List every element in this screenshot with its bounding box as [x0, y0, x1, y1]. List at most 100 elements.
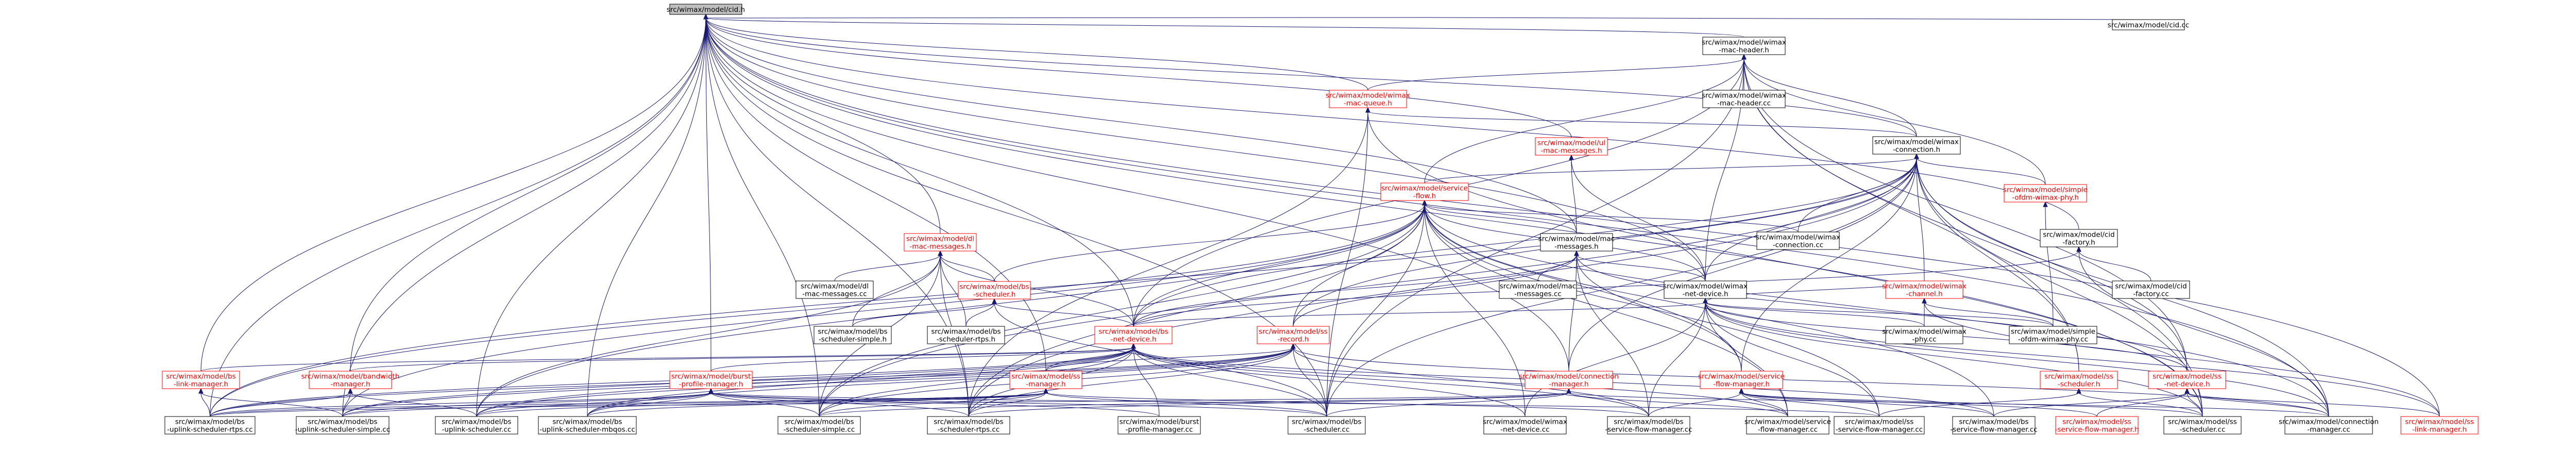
file-node-ofdmphy[interactable]: src/wimax/model/simple-ofdm-wimax-phy.h — [2003, 184, 2088, 203]
file-node-cidfac[interactable]: src/wimax/model/cid-factory.h — [2040, 229, 2118, 247]
file-node-sflow[interactable]: src/wimax/model/service-flow.h — [1380, 182, 1469, 201]
file-node-ulmacmsg[interactable]: src/wimax/model/ul-mac-messages.h — [1535, 137, 1608, 156]
include-edge — [2078, 250, 2329, 417]
file-node-bsschedsimple[interactable]: src/wimax/model/bs-scheduler-simple.h — [814, 326, 892, 344]
file-node-box — [1257, 326, 1330, 344]
include-edge — [1133, 347, 1649, 417]
file-node-bsschedrtpscc[interactable]: src/wimax/model/bs-scheduler-rtps.cc — [927, 416, 1010, 435]
file-node-ulschedmbqos[interactable]: src/wimax/model/bs-uplink-scheduler-mbqo… — [538, 416, 637, 435]
include-edge — [819, 204, 1425, 417]
file-node-macq[interactable]: src/wimax/model/wimax-mac-queue.h — [1326, 90, 1410, 108]
include-edge — [1741, 392, 1788, 417]
file-node-netdev[interactable]: src/wimax/model/wimax-net-device.h — [1663, 280, 1748, 299]
file-node-bssfmgrcc[interactable]: src/wimax/model/bs-service-flow-manager.… — [1605, 416, 1692, 435]
file-node-dlmacmsgcc[interactable]: src/wimax/model/dl-mac-messages.cc — [795, 280, 874, 299]
file-node-machdrcc[interactable]: src/wimax/model/wimax-mac-header.cc — [1702, 90, 1786, 108]
include-edge — [587, 347, 1134, 417]
file-node-label: -scheduler-simple.cc — [784, 426, 855, 434]
file-node-label: -scheduler-rtps.h — [937, 336, 995, 344]
file-node-box — [1756, 231, 1840, 250]
include-edge — [476, 18, 706, 417]
file-node-macmsgcc[interactable]: src/wimax/model/mac-messages.cc — [1499, 280, 1577, 299]
file-node-box — [1540, 233, 1613, 252]
file-node-sssfmgrcc[interactable]: src/wimax/model/ss-service-flow-manager.… — [1834, 416, 1925, 435]
file-node-box — [1664, 280, 1747, 299]
include-edge — [1133, 250, 2079, 327]
file-node-connmgrcc[interactable]: src/wimax/model/connection-manager.cc — [2279, 416, 2379, 435]
include-edge-arrowhead — [1291, 343, 1296, 349]
include-edge — [210, 18, 706, 417]
file-node-macmsg[interactable]: src/wimax/model/mac-messages.h — [1538, 233, 1615, 252]
file-node-ssmgr[interactable]: src/wimax/model/ss-manager.h — [1009, 371, 1082, 389]
file-node-sslinkh[interactable]: src/wimax/model/ss-link-manager.h — [2400, 416, 2479, 435]
include-edge — [965, 302, 995, 327]
file-node-connmgr[interactable]: src/wimax/model/connection-manager.h — [1519, 371, 1619, 389]
include-edge — [1424, 157, 1917, 184]
file-node-ofdmphycc[interactable]: src/wimax/model/simple-ofdm-wimax-phy.cc — [2009, 326, 2097, 344]
include-edge-arrowhead — [1922, 297, 1927, 304]
include-edge-arrowhead — [1574, 250, 1579, 256]
file-node-box — [435, 416, 518, 435]
include-edge-arrowhead — [1914, 153, 1919, 159]
include-edge — [210, 392, 1046, 417]
file-node-label: -factory.cc — [2133, 290, 2169, 298]
file-node-box — [2055, 416, 2139, 435]
file-node-label: src/wimax/model/ss — [1259, 328, 1328, 336]
file-node-wchannel[interactable]: src/wimax/model/wimax-channel.h — [1882, 280, 1967, 299]
file-node-label: -net-device.cc — [1500, 426, 1549, 434]
file-node-burstprofcc[interactable]: src/wimax/model/burst-profile-manager.cc — [1117, 416, 1201, 435]
file-node-conn[interactable]: src/wimax/model/wimax-connection.h — [1872, 136, 1961, 155]
file-node-machdr[interactable]: src/wimax/model/wimax-mac-header.h — [1702, 37, 1786, 55]
file-node-bsnetdev[interactable]: src/wimax/model/bs-net-device.h — [1094, 326, 1173, 344]
include-edge — [705, 18, 820, 417]
include-edge — [2187, 392, 2440, 417]
file-node-bslink[interactable]: src/wimax/model/bs-link-manager.h — [162, 371, 240, 389]
file-node-cidfaccc[interactable]: src/wimax/model/cid-factory.cc — [2112, 280, 2190, 299]
include-edge — [1705, 302, 1925, 327]
file-node-label: -channel.h — [1906, 290, 1942, 298]
include-edge — [1293, 347, 2329, 417]
file-node-bsschedcc[interactable]: src/wimax/model/bs-scheduler.cc — [1287, 416, 1366, 435]
file-node-ssrecord[interactable]: src/wimax/model/ss-record.h — [1257, 326, 1330, 344]
file-node-label: -service-flow-manager.cc — [1605, 426, 1692, 434]
file-node-sfmgr[interactable]: src/wimax/model/service-flow-manager.h — [1698, 371, 1785, 389]
file-node-label: src/wimax/model/simple — [2003, 186, 2088, 194]
file-node-cidcc[interactable]: src/wimax/model/cid.cc — [2108, 19, 2189, 30]
include-edge — [1648, 302, 1706, 417]
file-node-sssfmgrh[interactable]: src/wimax/model/ss-service-flow-manager.… — [2055, 416, 2139, 435]
include-edge — [1326, 157, 1917, 417]
file-node-wnetdevcc[interactable]: src/wimax/model/wimax-net-device.cc — [1483, 416, 1567, 435]
file-node-bwmgr[interactable]: src/wimax/model/bandwidth-manager.h — [301, 371, 400, 389]
file-node-label: -manager.h — [330, 380, 370, 389]
file-node-sfmgrcc[interactable]: src/wimax/model/service-flow-manager.cc — [1744, 416, 1831, 435]
file-node-wphycc[interactable]: src/wimax/model/wimax-phy.cc — [1882, 326, 1967, 344]
file-node-ulsched[interactable]: src/wimax/model/bs-uplink-scheduler.cc — [435, 416, 518, 435]
include-edge — [1741, 392, 1879, 417]
file-node-sssched[interactable]: src/wimax/model/ss-scheduler.h — [2040, 371, 2118, 389]
file-node-label: -scheduler.h — [973, 291, 1016, 299]
file-node-ssnetdev[interactable]: src/wimax/model/ss-net-device.h — [2148, 371, 2226, 389]
include-edge — [819, 157, 1917, 417]
file-node-ulschedrtps[interactable]: src/wimax/model/bs-uplink-scheduler-rtps… — [164, 416, 256, 435]
include-edge-arrowhead — [2076, 388, 2081, 394]
file-node-bssfmgrcc2[interactable]: src/wimax/model/bs-service-flow-manager.… — [1950, 416, 2038, 435]
file-node-dlmacmsg[interactable]: src/wimax/model/dl-mac-messages.h — [904, 233, 977, 252]
file-node-label: src/wimax/model/service — [1381, 185, 1468, 193]
include-edge — [2187, 392, 2203, 417]
file-node-ulschedsimple[interactable]: src/wimax/model/bs-uplink-scheduler-simp… — [295, 416, 391, 435]
file-node-ssschedcc[interactable]: src/wimax/model/ss-scheduler.cc — [2163, 416, 2242, 435]
file-node-conncc[interactable]: src/wimax/model/wimax-connection.cc — [1756, 231, 1840, 250]
include-edge-arrowhead — [1703, 297, 1708, 304]
include-edge — [994, 302, 1134, 327]
file-node-box — [814, 326, 892, 344]
file-node-bssched[interactable]: src/wimax/model/bs-scheduler.h — [958, 281, 1031, 299]
file-node-bsschedrtps[interactable]: src/wimax/model/bs-scheduler-rtps.h — [927, 326, 1005, 344]
file-node-burstprof[interactable]: src/wimax/model/burst-profile-manager.h — [669, 371, 753, 389]
include-edge — [1133, 204, 1425, 327]
file-node-bsschedsimplecc[interactable]: src/wimax/model/bs-scheduler-simple.cc — [777, 416, 861, 435]
file-node-label: src/wimax/model/service — [1698, 373, 1785, 381]
include-edge — [1741, 157, 1917, 372]
file-node-label: src/wimax/model/bs — [1959, 418, 2028, 426]
include-edge — [1568, 254, 1577, 372]
file-node-box — [162, 371, 240, 389]
